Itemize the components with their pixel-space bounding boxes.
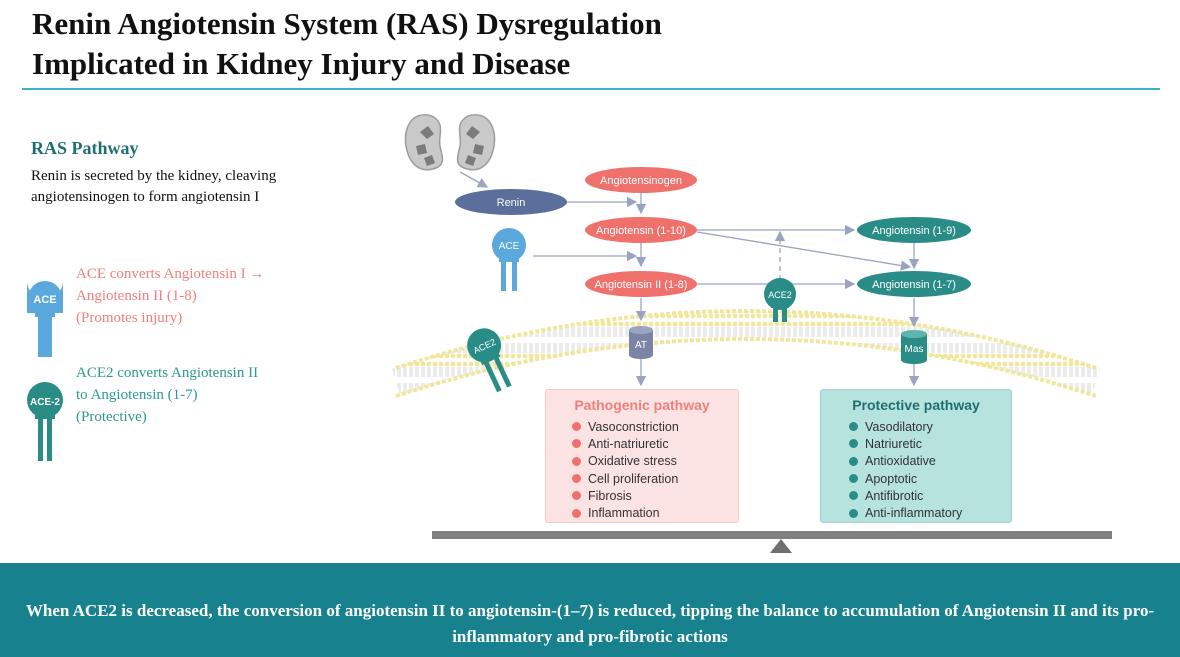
bullet-dot-icon (572, 422, 581, 432)
mas-receptor-label: Mas (905, 344, 924, 355)
pathway-item-label: Cell proliferation (588, 471, 679, 486)
angiotensin-1-7-node: Angiotensin (1-7) (857, 271, 971, 297)
pathway-item-label: Oxidative stress (588, 454, 677, 469)
ace-icon-label: ACE (33, 294, 56, 306)
bullet-dot-icon (572, 456, 581, 466)
membrane-ace2-icon: ACE2 (467, 328, 512, 393)
bullet-dot-icon (572, 474, 581, 484)
ace2-icon: ACE-2 (27, 382, 63, 461)
angiotensin-1-10-label: Angiotensin (1-10) (596, 225, 686, 237)
bullet-dot-icon (849, 456, 858, 466)
renin-node: Renin (455, 189, 567, 215)
ras-diagram: Renin Angiotensinogen Angiotensin (1-10)… (391, 114, 1112, 553)
ras-pathway-description: Renin is secreted by the kidney, cleavin… (31, 168, 277, 205)
bullet-dot-icon (572, 491, 581, 501)
ace2-icon-label: ACE-2 (30, 397, 60, 408)
pathway-item-label: Vasodilatory (865, 419, 933, 434)
pathway-item: Anti-natriuretic (572, 435, 738, 452)
protective-pathway-title: Protective pathway (852, 397, 980, 413)
ace-description-line: Angiotensin II (1-8) (76, 288, 197, 304)
angiotensin-1-9-node: Angiotensin (1-9) (857, 217, 971, 243)
ace-description-line: ACE converts Angiotensin I → (76, 266, 265, 282)
angiotensin-1-10-node: Angiotensin (1-10) (585, 217, 697, 243)
ace2-description-line: to Angiotensin (1-7) (76, 387, 198, 403)
angiotensin-ii-label: Angiotensin II (1-8) (595, 279, 688, 291)
ace2-enzyme-icon: ACE2 (764, 278, 796, 322)
ace2-description-line: (Protective) (76, 409, 147, 425)
ras-pathway-heading: RAS Pathway (31, 138, 139, 158)
angiotensinogen-label: Angiotensinogen (600, 175, 682, 187)
pathway-item: Vasodilatory (849, 418, 1011, 435)
page-title: Renin Angiotensin System (RAS) Dysregula… (32, 4, 662, 84)
pathway-item: Oxidative stress (572, 453, 738, 470)
bullet-dot-icon (849, 474, 858, 484)
pathway-item-label: Fibrosis (588, 488, 632, 503)
kidney-icon (404, 114, 496, 171)
pathway-item-label: Anti-natriuretic (588, 436, 669, 451)
mas-receptor-icon: Mas (901, 330, 927, 364)
angiotensin-1-7-label: Angiotensin (1-7) (872, 279, 956, 291)
pathway-item-label: Vasoconstriction (588, 419, 679, 434)
ace-enzyme-icon: ACE (492, 228, 526, 291)
pathway-item: Natriuretic (849, 435, 1011, 452)
balance-fulcrum (770, 539, 792, 553)
pathway-item: Apoptotic (849, 470, 1011, 487)
bullet-dot-icon (572, 439, 581, 449)
pathway-item: Fibrosis (572, 487, 738, 504)
at-receptor-icon: AT (629, 326, 653, 359)
pathway-item-label: Inflammation (588, 506, 660, 521)
bullet-dot-icon (849, 422, 858, 432)
pathway-item-label: Natriuretic (865, 436, 922, 451)
conclusion-text: When ACE2 is decreased, the conversion o… (25, 601, 1155, 646)
ace-description-line: (Promotes injury) (76, 310, 183, 326)
renin-label: Renin (497, 197, 526, 209)
bullet-dot-icon (849, 508, 858, 518)
angiotensinogen-node: Angiotensinogen (585, 167, 697, 193)
ace2-enzyme-label: ACE2 (768, 290, 792, 300)
at-receptor-label: AT (635, 340, 647, 351)
angiotensin-ii-node: Angiotensin II (1-8) (585, 271, 697, 297)
title-line-1: Renin Angiotensin System (RAS) Dysregula… (32, 6, 662, 41)
angiotensin-1-9-label: Angiotensin (1-9) (872, 225, 956, 237)
bullet-dot-icon (572, 508, 581, 518)
pathway-item-label: Antifibrotic (865, 488, 924, 503)
balance-beam (432, 531, 1112, 539)
ace2-description-line: ACE2 converts Angiotensin II (76, 365, 259, 381)
ace-description: ACE converts Angiotensin I → Angiotensin… (76, 263, 306, 329)
pathway-item: Cell proliferation (572, 470, 738, 487)
bullet-dot-icon (849, 439, 858, 449)
bullet-dot-icon (849, 491, 858, 501)
pathway-item: Antifibrotic (849, 487, 1011, 504)
pathogenic-pathway-title: Pathogenic pathway (574, 397, 710, 413)
ace-icon: ACE (27, 281, 63, 357)
pathway-item-label: Anti-inflammatory (865, 506, 963, 521)
pathway-item-label: Antioxidative (865, 454, 936, 469)
title-divider (22, 88, 1160, 90)
pathway-item: Vasoconstriction (572, 418, 738, 435)
pathway-item: Inflammation (572, 504, 738, 521)
ace-enzyme-label: ACE (499, 241, 520, 252)
pathway-item-label: Apoptotic (865, 471, 918, 486)
conclusion-banner (0, 563, 1180, 657)
title-line-2: Implicated in Kidney Injury and Disease (32, 46, 571, 81)
pathway-item: Anti-inflammatory (849, 504, 1011, 521)
ace2-description: ACE2 converts Angiotensin II to Angioten… (76, 362, 306, 428)
pathway-item: Antioxidative (849, 453, 1011, 470)
